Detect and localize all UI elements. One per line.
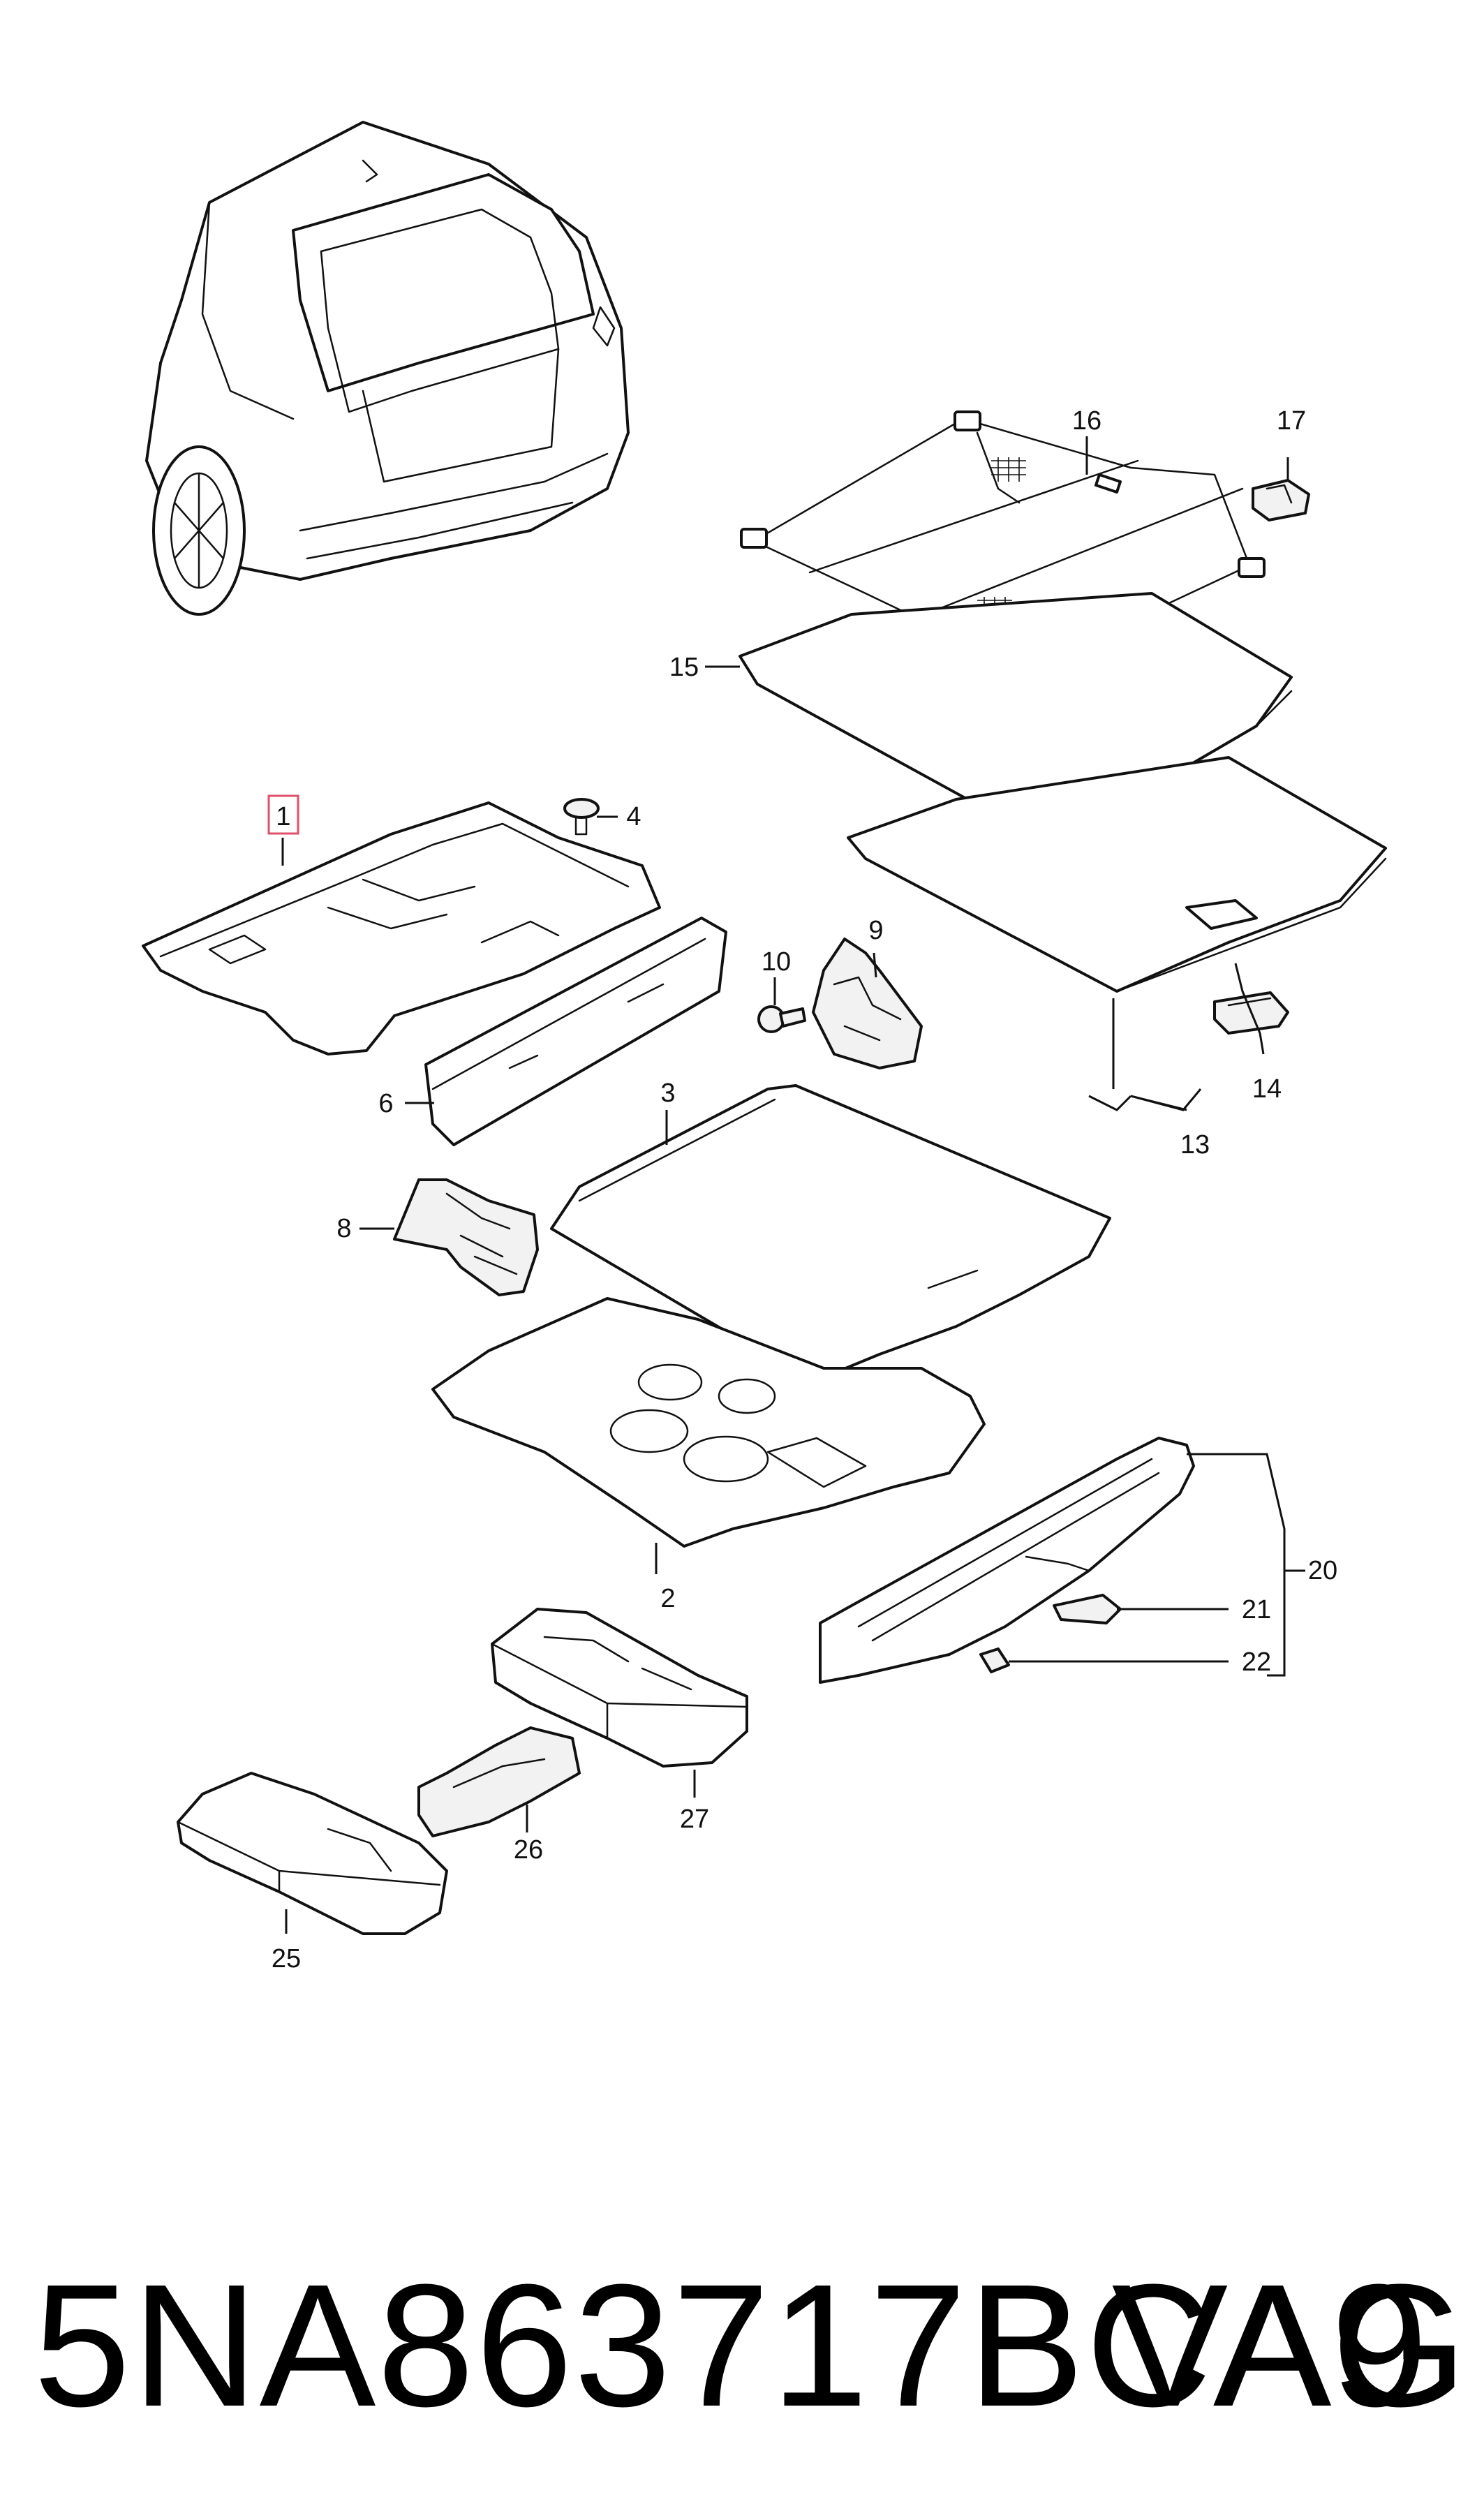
callout-4[interactable]: 4 bbox=[626, 802, 641, 831]
part-13-floor-covering bbox=[847, 756, 1387, 993]
part-25-tray bbox=[177, 1772, 448, 1935]
part-20-rear-trim bbox=[819, 1437, 1195, 1684]
brand-label: VAG bbox=[1111, 2248, 1467, 2443]
callout-22[interactable]: 22 bbox=[1242, 1647, 1271, 1677]
callout-1-highlight bbox=[267, 794, 299, 835]
part-9-bracket bbox=[812, 938, 923, 1069]
part-26-foam-insert bbox=[417, 1726, 581, 1837]
callout-14[interactable]: 14 bbox=[1252, 1074, 1282, 1104]
callout-6[interactable]: 6 bbox=[378, 1089, 393, 1118]
part-1-floor-panel bbox=[142, 801, 661, 1056]
footer: 5NA863717BCA9 VAG bbox=[0, 2241, 1484, 2450]
part-10-bolt bbox=[757, 1005, 806, 1033]
callout-8[interactable]: 8 bbox=[336, 1214, 351, 1243]
leader-lines bbox=[281, 436, 1305, 1934]
part-21-clip bbox=[1053, 1594, 1122, 1624]
callout-17[interactable]: 17 bbox=[1277, 406, 1306, 436]
part-4-clip bbox=[563, 798, 600, 836]
callout-25[interactable]: 25 bbox=[272, 1944, 301, 1973]
callout-2[interactable]: 2 bbox=[660, 1584, 675, 1613]
callout-3[interactable]: 3 bbox=[660, 1079, 675, 1108]
vehicle-rear-illustration bbox=[145, 121, 630, 616]
callout-27[interactable]: 27 bbox=[680, 1805, 709, 1834]
part-6-trim-rail bbox=[424, 917, 727, 1146]
callouts: 1 4 6 8 9 10 3 2 15 16 17 14 13 20 21 22… bbox=[267, 406, 1337, 1973]
callout-21[interactable]: 21 bbox=[1242, 1595, 1271, 1624]
callout-10[interactable]: 10 bbox=[762, 947, 791, 977]
callout-1[interactable]: 1 bbox=[276, 802, 290, 831]
callout-16[interactable]: 16 bbox=[1072, 406, 1101, 436]
callout-9[interactable]: 9 bbox=[868, 916, 883, 945]
callout-15[interactable]: 15 bbox=[669, 653, 699, 682]
callout-20[interactable]: 20 bbox=[1308, 1556, 1337, 1585]
part-number: 5NA863717BCA9 bbox=[34, 2248, 1430, 2443]
part-2-floor-tub bbox=[431, 1297, 986, 1548]
callout-26[interactable]: 26 bbox=[514, 1835, 543, 1865]
part-17-clip bbox=[1252, 479, 1310, 521]
part-8-side-bracket bbox=[393, 1178, 539, 1296]
callout-13[interactable]: 13 bbox=[1180, 1130, 1210, 1160]
part-22-clip bbox=[979, 1647, 1010, 1673]
part-27-storage-box bbox=[491, 1608, 748, 1768]
